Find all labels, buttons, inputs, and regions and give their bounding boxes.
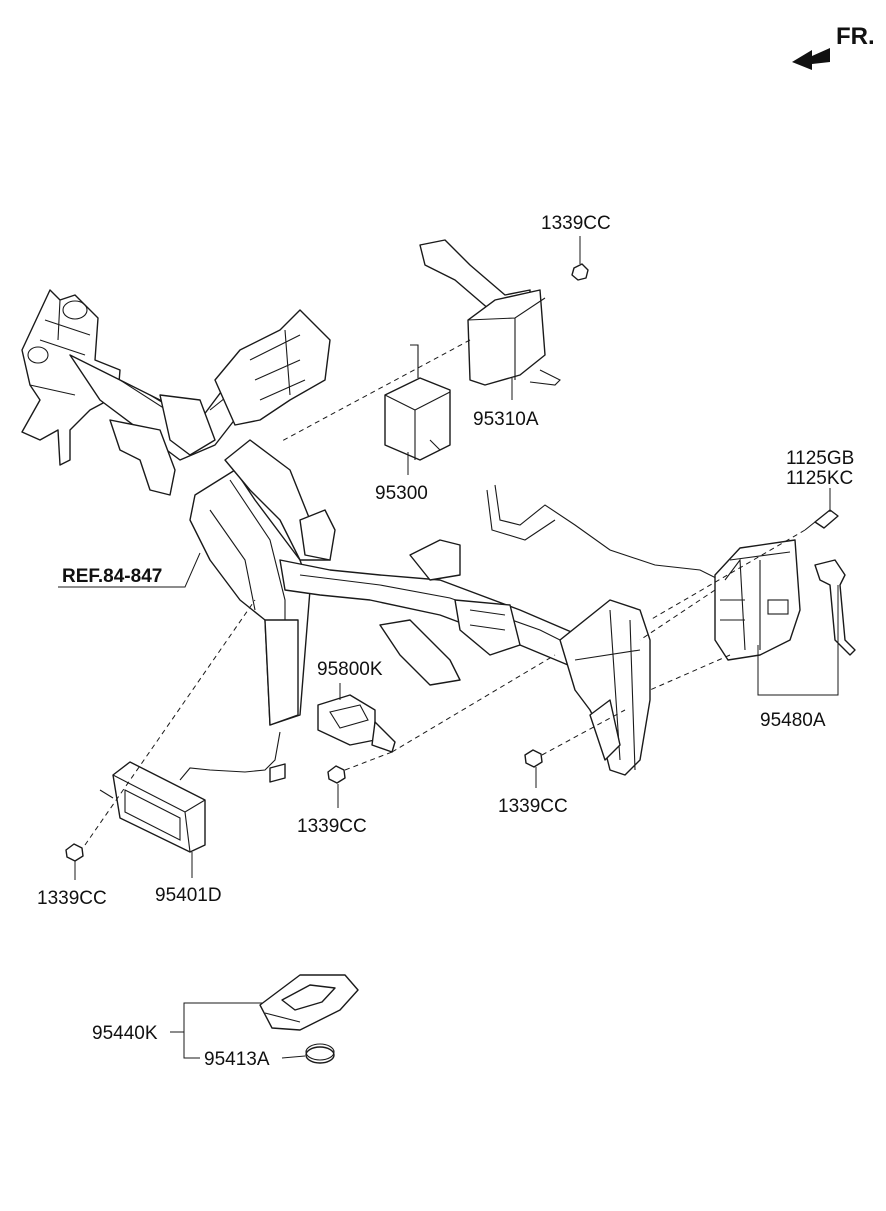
leader-95401d-to-frame [84, 599, 256, 846]
leader-95480a-lower [649, 654, 731, 691]
part-95401d-module [99, 731, 286, 853]
part-95480a-module [714, 539, 856, 661]
nut-1339cc-mid [327, 765, 346, 784]
label-95440k: 95440K [92, 1023, 158, 1044]
label-95401d: 95401D [155, 885, 222, 906]
label-1339cc-top: 1339CC [541, 213, 611, 234]
label-1339cc-left: 1339CC [37, 888, 107, 909]
label-ref: REF.84-847 [62, 566, 162, 587]
nut-1339cc-left [65, 843, 84, 862]
part-95310a-module [419, 239, 561, 386]
leader-bolt-to-frame [649, 529, 806, 621]
leader-95800k [391, 654, 556, 753]
leader-95480a-upper [639, 589, 716, 641]
leader-nut-right [541, 709, 626, 756]
leader-95413a [281, 1055, 306, 1059]
label-95480a: 95480A [760, 710, 826, 731]
label-1339cc-right: 1339CC [498, 796, 568, 817]
fr-label: FR. [836, 23, 875, 50]
nut-1339cc-right [524, 749, 543, 768]
nut-1339cc-top [571, 263, 589, 281]
label-95310a: 95310A [473, 409, 539, 430]
part-95800k-module [317, 694, 396, 753]
label-1339cc-mid: 1339CC [297, 816, 367, 837]
cowl-cross-bar-assembly [21, 289, 721, 776]
leader-95440k-branch [183, 1032, 200, 1059]
part-95413a-battery [305, 1043, 335, 1064]
bolt-1125gb-1125kc [804, 509, 839, 531]
label-1125kc: 1125KC [786, 468, 853, 489]
leader-95480a-bracket [757, 585, 839, 696]
part-95300-module [384, 344, 451, 461]
label-95300: 95300 [375, 483, 428, 504]
label-95413a: 95413A [204, 1049, 270, 1070]
label-1125gb: 1125GB [786, 448, 854, 469]
front-direction-arrow-icon [792, 48, 830, 70]
leader-ref [174, 552, 201, 588]
leader-nut-mid [344, 751, 393, 771]
label-95800k: 95800K [317, 659, 383, 680]
part-95440k-smart-key [259, 974, 359, 1031]
leader-95440k [170, 1002, 262, 1033]
